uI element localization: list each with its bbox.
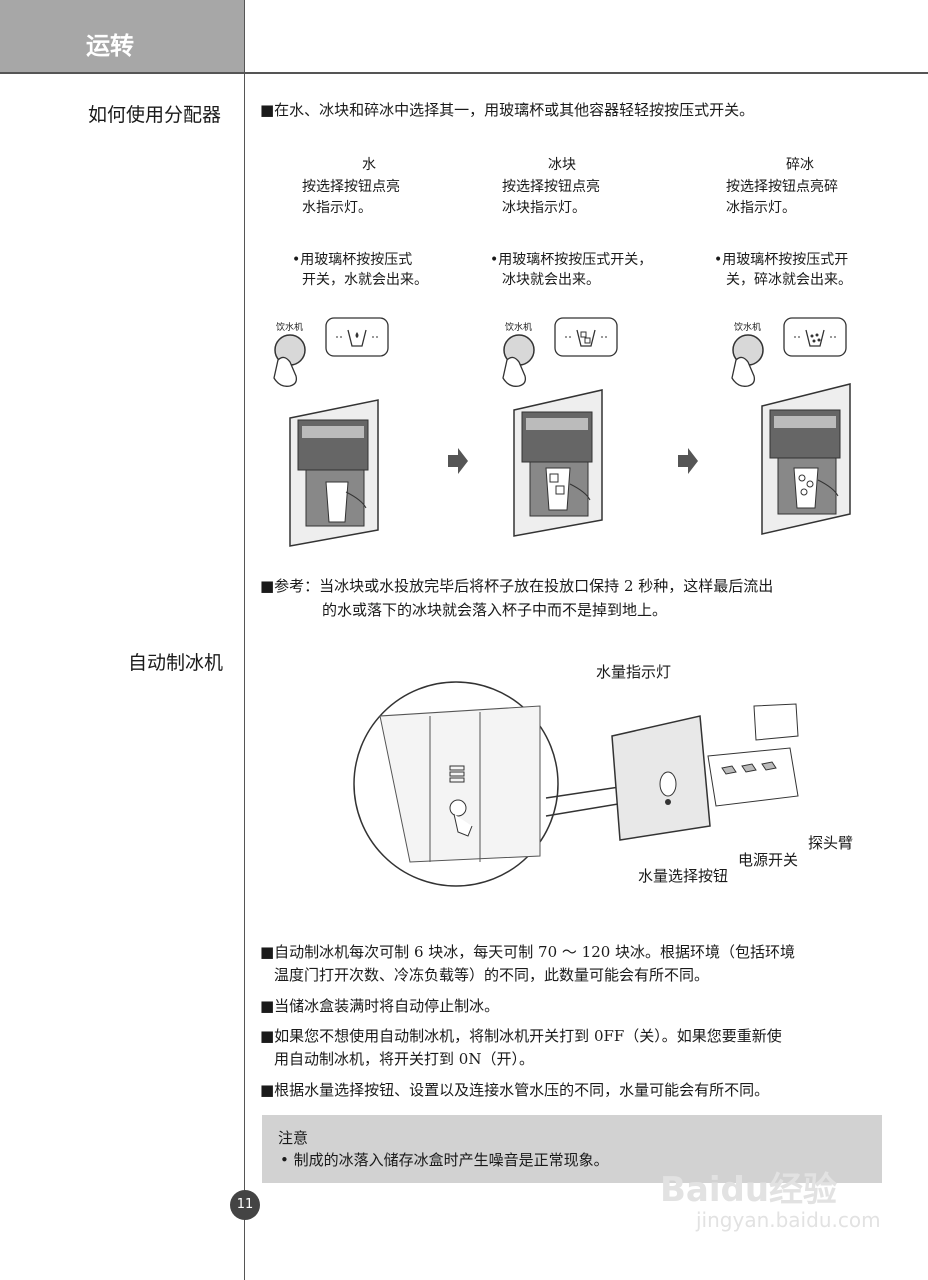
icemaker-bullet-4: ■根据水量选择按钮、设置以及连接水管水压的不同，水量可能会有所不同。 xyxy=(260,1081,770,1099)
col-ice-step2: 冰块就会出来。 xyxy=(502,272,600,288)
button-label-ice: 饮水机 xyxy=(505,323,533,333)
icemaker-bullet-1-line1: ■自动制冰机每次可制 6 块冰，每天可制 70 ～ 120 块冰。根据环境（包括… xyxy=(260,943,796,961)
ice-cube-icon xyxy=(576,329,596,347)
page-title: 运转 xyxy=(86,32,134,60)
arrow-right-icon xyxy=(448,448,468,474)
col-crushed-title: 碎冰 xyxy=(786,157,814,173)
callout-water-indicator: 水量指示灯 xyxy=(596,663,672,681)
crushed-select-button-illustration xyxy=(731,317,847,387)
col-crushed-step1: •用玻璃杯按按压式开 xyxy=(714,252,849,268)
icemaker-illustration xyxy=(353,681,799,887)
caution-box xyxy=(262,1115,882,1183)
col-water-title: 水 xyxy=(362,157,376,173)
header-tab xyxy=(0,0,244,72)
icemaker-bullet-2: ■当储冰盒装满时将自动停止制冰。 xyxy=(260,997,500,1015)
button-label-crushed: 饮水机 xyxy=(734,323,762,333)
button-label-water: 饮水机 xyxy=(276,323,304,333)
dispenser-water-illustration xyxy=(289,399,379,547)
caution-title: 注意 xyxy=(278,1129,309,1147)
watermark-url: jingyan.baidu.com xyxy=(696,1208,881,1232)
water-glass-icon xyxy=(347,329,367,347)
callout-power-switch: 电源开关 xyxy=(738,851,799,869)
dispenser-intro: ■在水、冰块和碎冰中选择其一，用玻璃杯或其他容器轻轻按按压式开关。 xyxy=(260,101,755,119)
page-number: 11 xyxy=(230,1190,260,1220)
icemaker-bullet-3-line1: ■如果您不想使用自动制冰机，将制冰机开关打到 0FF（关）。如果您要重新使 xyxy=(260,1027,782,1045)
col-ice-line1: 按选择按钮点亮 xyxy=(502,179,600,195)
column-divider xyxy=(244,0,245,1280)
col-crushed-line1: 按选择按钮点亮碎 xyxy=(726,179,838,195)
section-label-icemaker: 自动制冰机 xyxy=(128,652,224,674)
dispenser-ice-illustration xyxy=(513,389,603,537)
header-divider xyxy=(0,72,928,74)
caution-text: • 制成的冰落入储存冰盒时产生噪音是正常现象。 xyxy=(280,1151,609,1169)
callout-probe-arm: 探头臂 xyxy=(808,834,854,852)
watermark-logo: Baidu经验 xyxy=(660,1170,838,1210)
col-crushed-step2: 关，碎冰就会出来。 xyxy=(726,272,852,288)
icemaker-bullet-1-line2: 温度门打开次数、冷冻负载等）的不同，此数量可能会有所不同。 xyxy=(274,966,710,984)
callout-water-select-button: 水量选择按钮 xyxy=(638,867,729,885)
section-label-dispenser: 如何使用分配器 xyxy=(88,104,222,126)
dispenser-crushed-illustration xyxy=(761,383,851,535)
col-water-step2: 开关，水就会出来。 xyxy=(302,272,428,288)
water-select-button-illustration xyxy=(273,317,389,387)
ice-select-button-illustration xyxy=(502,317,618,387)
col-ice-title: 冰块 xyxy=(548,157,576,173)
col-crushed-line2: 冰指示灯。 xyxy=(726,200,796,216)
col-ice-line2: 冰块指示灯。 xyxy=(502,200,586,216)
crushed-ice-icon xyxy=(805,329,825,347)
icemaker-bullet-3-line2: 用自动制冰机，将开关打到 0N（开）。 xyxy=(274,1050,534,1068)
arrow-right-icon xyxy=(678,448,698,474)
col-ice-step1: •用玻璃杯按按压式开关， xyxy=(490,252,653,268)
col-water-line1: 按选择按钮点亮 xyxy=(302,179,400,195)
dispenser-note-line1: ■参考：当冰块或水投放完毕后将杯子放在投放口保持 2 秒种，这样最后流出 xyxy=(260,577,774,595)
col-water-step1: •用玻璃杯按按压式 xyxy=(292,252,413,268)
col-water-line2: 水指示灯。 xyxy=(302,200,372,216)
dispenser-note-line2: 的水或落下的冰块就会落入杯子中而不是掉到地上。 xyxy=(322,601,668,619)
